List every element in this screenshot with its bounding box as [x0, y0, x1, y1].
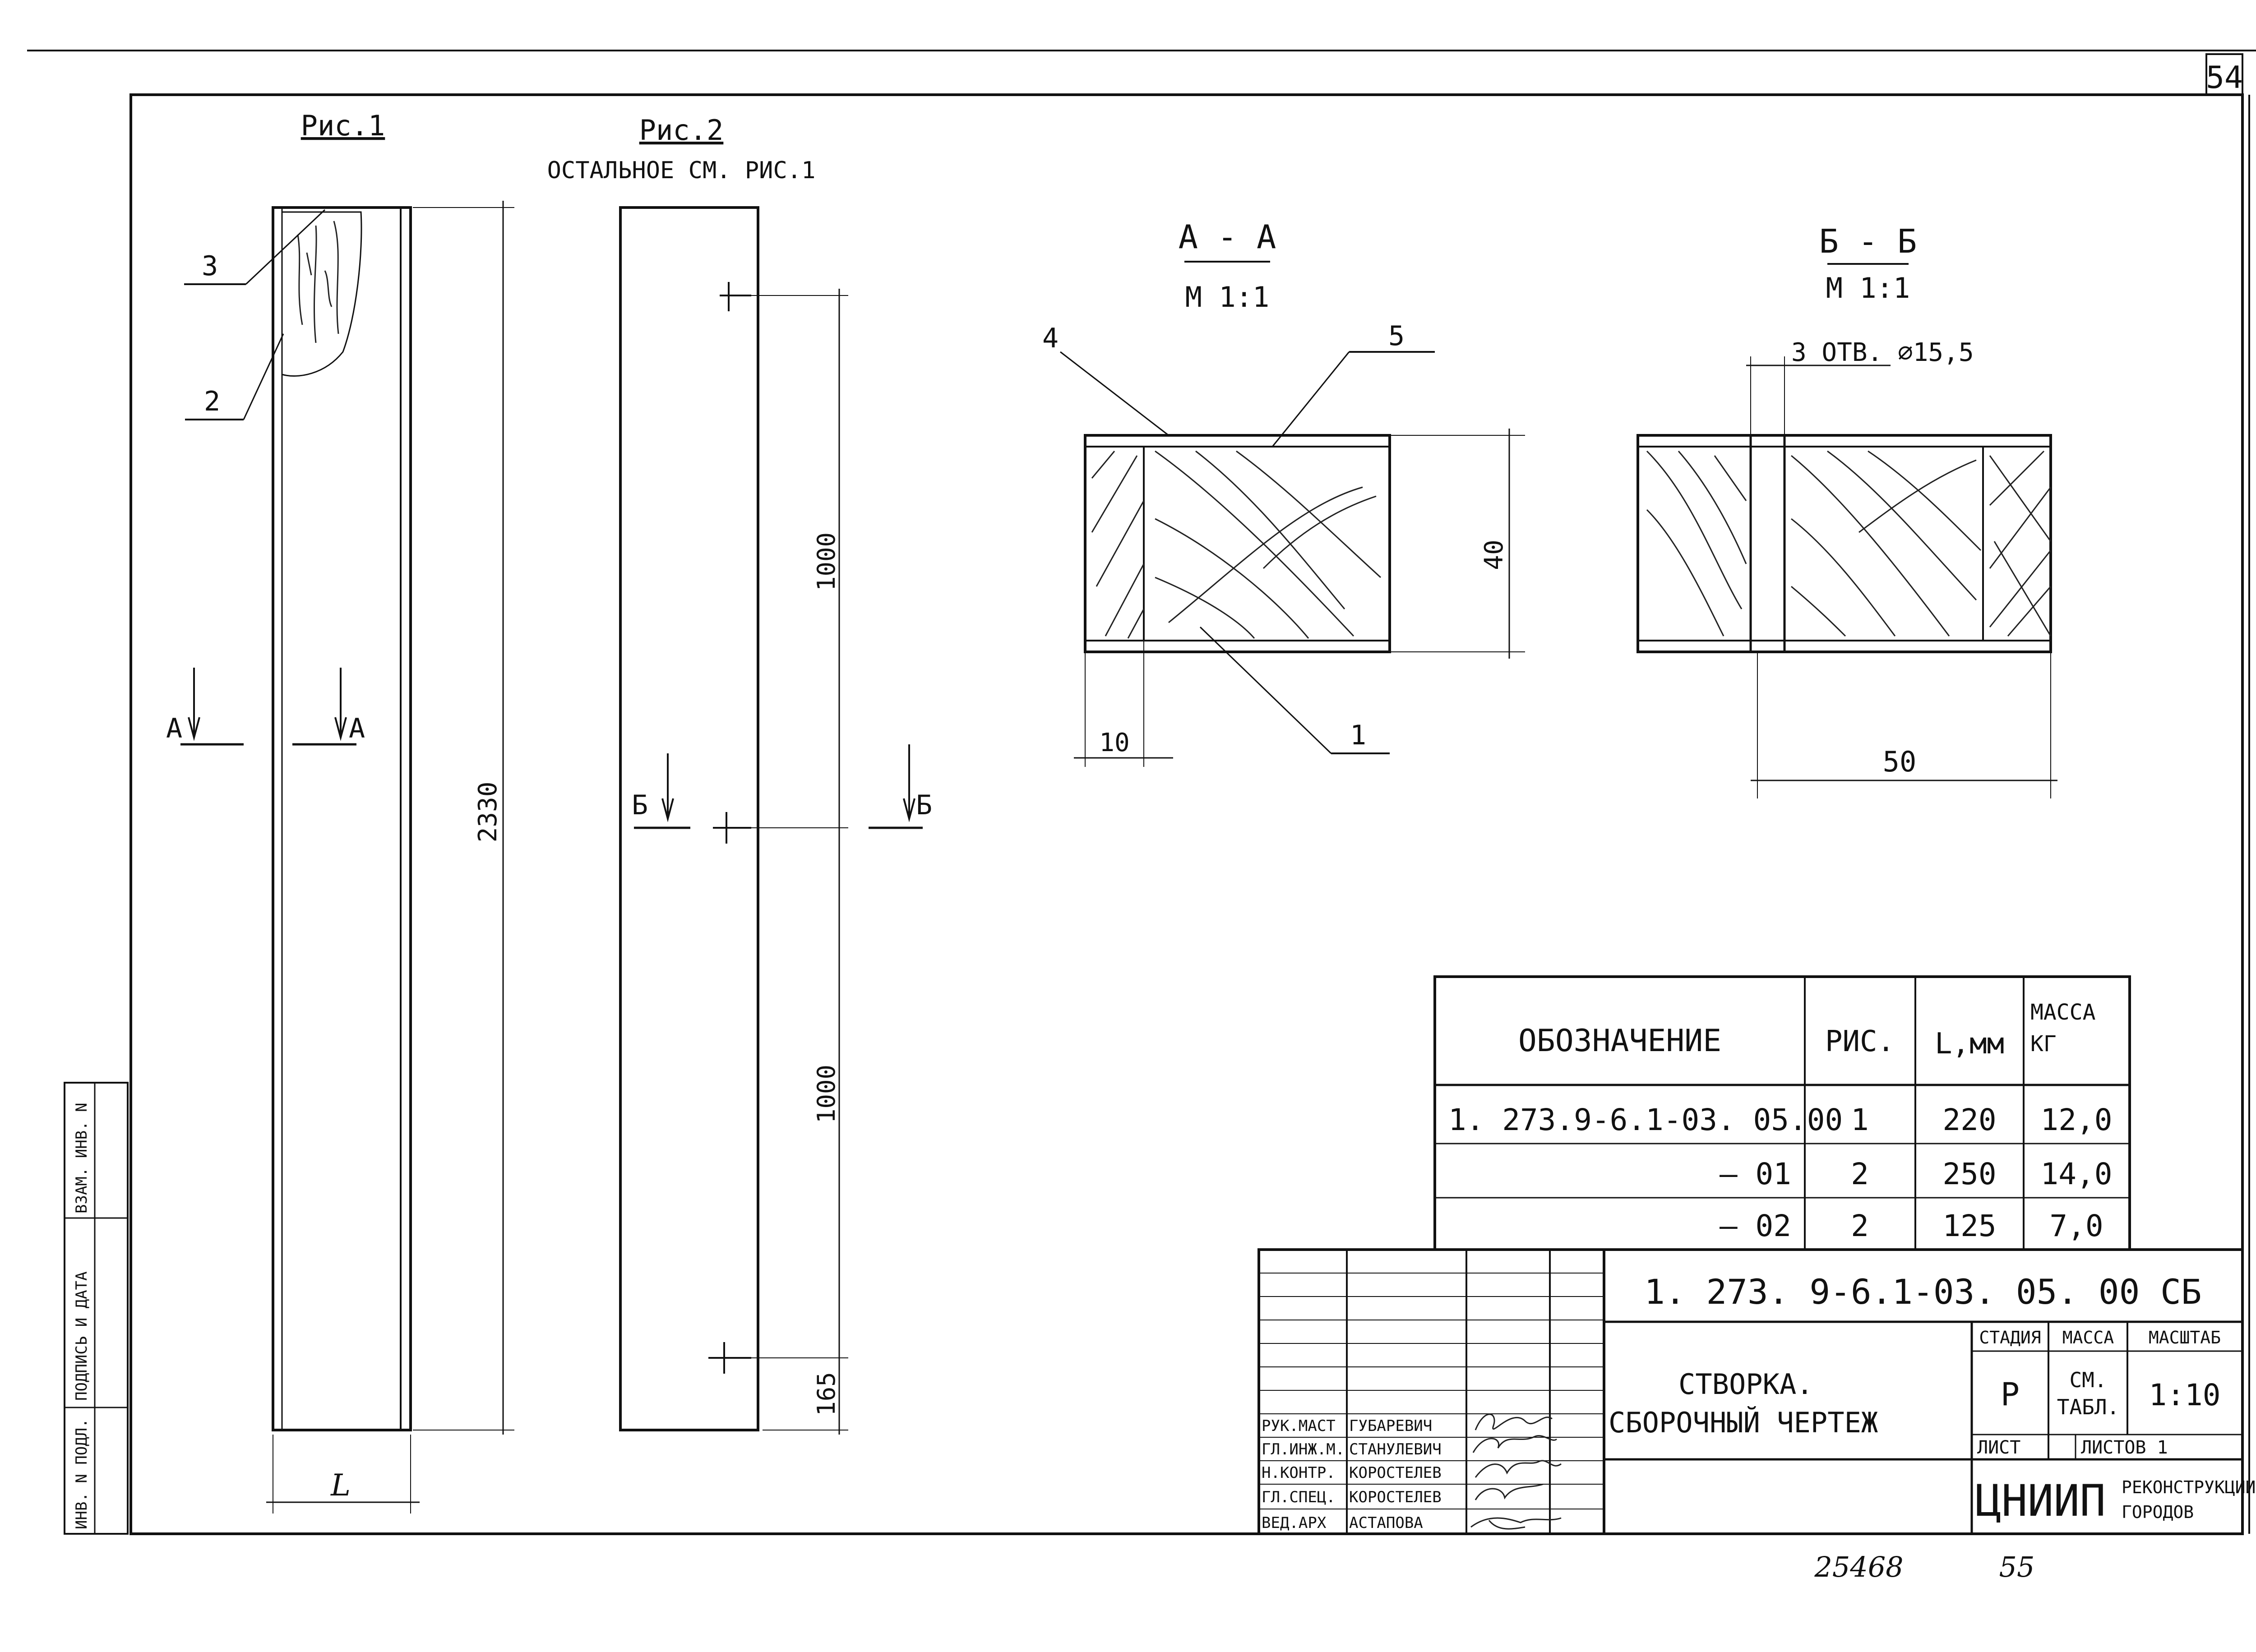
section-aa-callout-1: 1 [1350, 720, 1366, 751]
signature-name-4: КОРОСТЕЛЕВ [1349, 1488, 1442, 1506]
fig2-dim-upper: 1000 [812, 532, 841, 591]
sheet-number: 54 [2206, 60, 2243, 96]
section-aa-callout-4: 4 [1042, 323, 1059, 354]
spec-row-3-length: 125 [1942, 1209, 1996, 1243]
title-block-mass-line1: СМ. [2069, 1368, 2107, 1392]
section-aa-callout-5: 5 [1388, 320, 1405, 352]
section-bb: Б - Б М 1:1 3 ОТВ. ⌀15,5 50 [1637, 222, 2057, 798]
title-block-org-line2: ГОРОДОВ [2122, 1502, 2194, 1522]
section-aa-dim-height: 40 [1479, 540, 1509, 570]
bottom-sheet-number: 55 [1999, 1550, 2035, 1583]
fig2-dim-bottom: 165 [812, 1372, 841, 1416]
fig1-dim-width: L [330, 1468, 351, 1503]
title-block-sheet-label: ЛИСТ [1977, 1437, 2020, 1458]
title-block-sheets-label: ЛИСТОВ 1 [2081, 1437, 2168, 1458]
sheet-number-box [2205, 53, 2243, 96]
section-bb-scale: М 1:1 [1826, 272, 1910, 305]
title-block-scale-header: МАСШТАБ [2149, 1328, 2221, 1347]
spec-row-2-fig: 2 [1851, 1157, 1869, 1191]
spec-row-3-designation: – 02 [1720, 1209, 1791, 1243]
title-block-stage: Р [2001, 1376, 2020, 1413]
section-aa-title: А - А [1179, 218, 1276, 256]
signature-name-2: СТАНУЛЕВИЧ [1349, 1440, 1442, 1458]
title-block-stage-header: СТАДИЯ [1979, 1328, 2041, 1347]
spec-header-mass: МАССА [2030, 1000, 2096, 1025]
signature-role-2: ГЛ.ИНЖ.М. [1262, 1440, 1345, 1458]
signature-role-1: РУК.МАСТ [1262, 1417, 1336, 1435]
section-aa-dim-width: 10 [1099, 728, 1129, 757]
title-block-code: 1. 273. 9-6.1-03. 05. 00 СБ [1644, 1272, 2201, 1312]
fig1-section-mark-right: А [349, 713, 365, 744]
spec-row-2-designation: – 01 [1720, 1157, 1791, 1191]
signature-role-5: ВЕД.АРХ [1262, 1514, 1327, 1532]
section-bb-holes-note: 3 ОТВ. ⌀15,5 [1791, 338, 1974, 367]
title-block: РУК.МАСТ ГУБАРЕВИЧ ГЛ.ИНЖ.М. СТАНУЛЕВИЧ … [1257, 1248, 2256, 1535]
spec-row-2-mass: 14,0 [2041, 1157, 2113, 1191]
figure-1: Рис.1 3 2 А А 2330 L [166, 109, 514, 1514]
signature-role-3: Н.КОНТР. [1262, 1464, 1336, 1482]
spec-row-3-fig: 2 [1851, 1209, 1869, 1243]
spec-row-1-designation: 1. 273.9-6.1-03. 05.00 [1448, 1103, 1843, 1137]
spec-header-fig: РИС. [1825, 1025, 1895, 1058]
title-block-scale: 1:10 [2149, 1378, 2221, 1412]
drawing-frame [129, 93, 2244, 1535]
title-block-mass-header: МАССА [2062, 1328, 2114, 1347]
fig1-section-mark-left: А [166, 713, 182, 744]
fig2-leaf-outline [619, 206, 759, 1431]
fig2-section-mark-left: Б [632, 789, 648, 821]
spec-row-2-length: 250 [1942, 1157, 1996, 1191]
spec-row-1-fig: 1 [1851, 1103, 1869, 1137]
side-stamp-signature: ПОДПИСЬ И ДАТА [73, 1271, 91, 1401]
spec-header-length: L,мм [1935, 1027, 2004, 1061]
section-bb-dim-width: 50 [1883, 745, 1917, 778]
fig2-note: ОСТАЛЬНОЕ СМ. РИС.1 [547, 157, 816, 184]
spec-row-1-mass: 12,0 [2041, 1103, 2113, 1137]
signature-name-1: ГУБАРЕВИЧ [1349, 1417, 1432, 1435]
title-block-org-logo: ЦНИИП [1975, 1476, 2106, 1526]
specification-table: ОБОЗНАЧЕНИЕ РИС. L,мм МАССА КГ 1. 273.9-… [1433, 975, 2131, 1251]
section-bb-title: Б - Б [1819, 222, 1917, 260]
spec-row-1-length: 220 [1942, 1103, 1996, 1137]
figure-2: Рис.2 ОСТАЛЬНОЕ СМ. РИС.1 1000 1000 165 … [547, 114, 932, 1435]
title-block-org-line1: РЕКОНСТРУКЦИИ [2122, 1477, 2256, 1497]
title-block-mass-line2: ТАБЛ. [2057, 1395, 2119, 1419]
fig1-callout-2: 2 [204, 386, 220, 417]
section-aa: А - А М 1:1 4 5 1 40 10 [1042, 218, 1525, 767]
signature-name-5: АСТАПОВА [1349, 1514, 1423, 1532]
fig2-section-mark-right: Б [916, 789, 932, 821]
handwritten-signatures [1470, 1413, 1562, 1530]
fig1-callout-3: 3 [202, 250, 218, 282]
fig1-leaf-outline [272, 206, 412, 1431]
side-stamp: ИНВ. N ПОДЛ. ПОДПИСЬ И ДАТА ВЗАМ. ИНВ. N [64, 1082, 129, 1535]
fig1-title: Рис.1 [301, 109, 385, 142]
section-aa-scale: М 1:1 [1185, 281, 1270, 314]
side-stamp-inv: ИНВ. N ПОДЛ. [73, 1418, 91, 1529]
signature-name-3: КОРОСТЕЛЕВ [1349, 1464, 1442, 1482]
fig2-title: Рис.2 [639, 114, 724, 147]
title-block-name-line2: СБОРОЧНЫЙ ЧЕРТЕЖ [1609, 1406, 1878, 1439]
archive-number: 25468 [1814, 1550, 1903, 1583]
side-stamp-replace: ВЗАМ. ИНВ. N [73, 1103, 91, 1214]
title-block-name-line1: СТВОРКА. [1678, 1368, 1813, 1401]
spec-row-3-mass: 7,0 [2049, 1209, 2103, 1243]
fig2-dim-lower: 1000 [812, 1065, 841, 1123]
spec-header-kg: КГ [2030, 1031, 2057, 1057]
fig1-dim-overall: 2330 [473, 782, 503, 843]
spec-header-designation: ОБОЗНАЧЕНИЕ [1518, 1023, 1721, 1059]
signature-role-4: ГЛ.СПЕЦ. [1262, 1488, 1336, 1506]
